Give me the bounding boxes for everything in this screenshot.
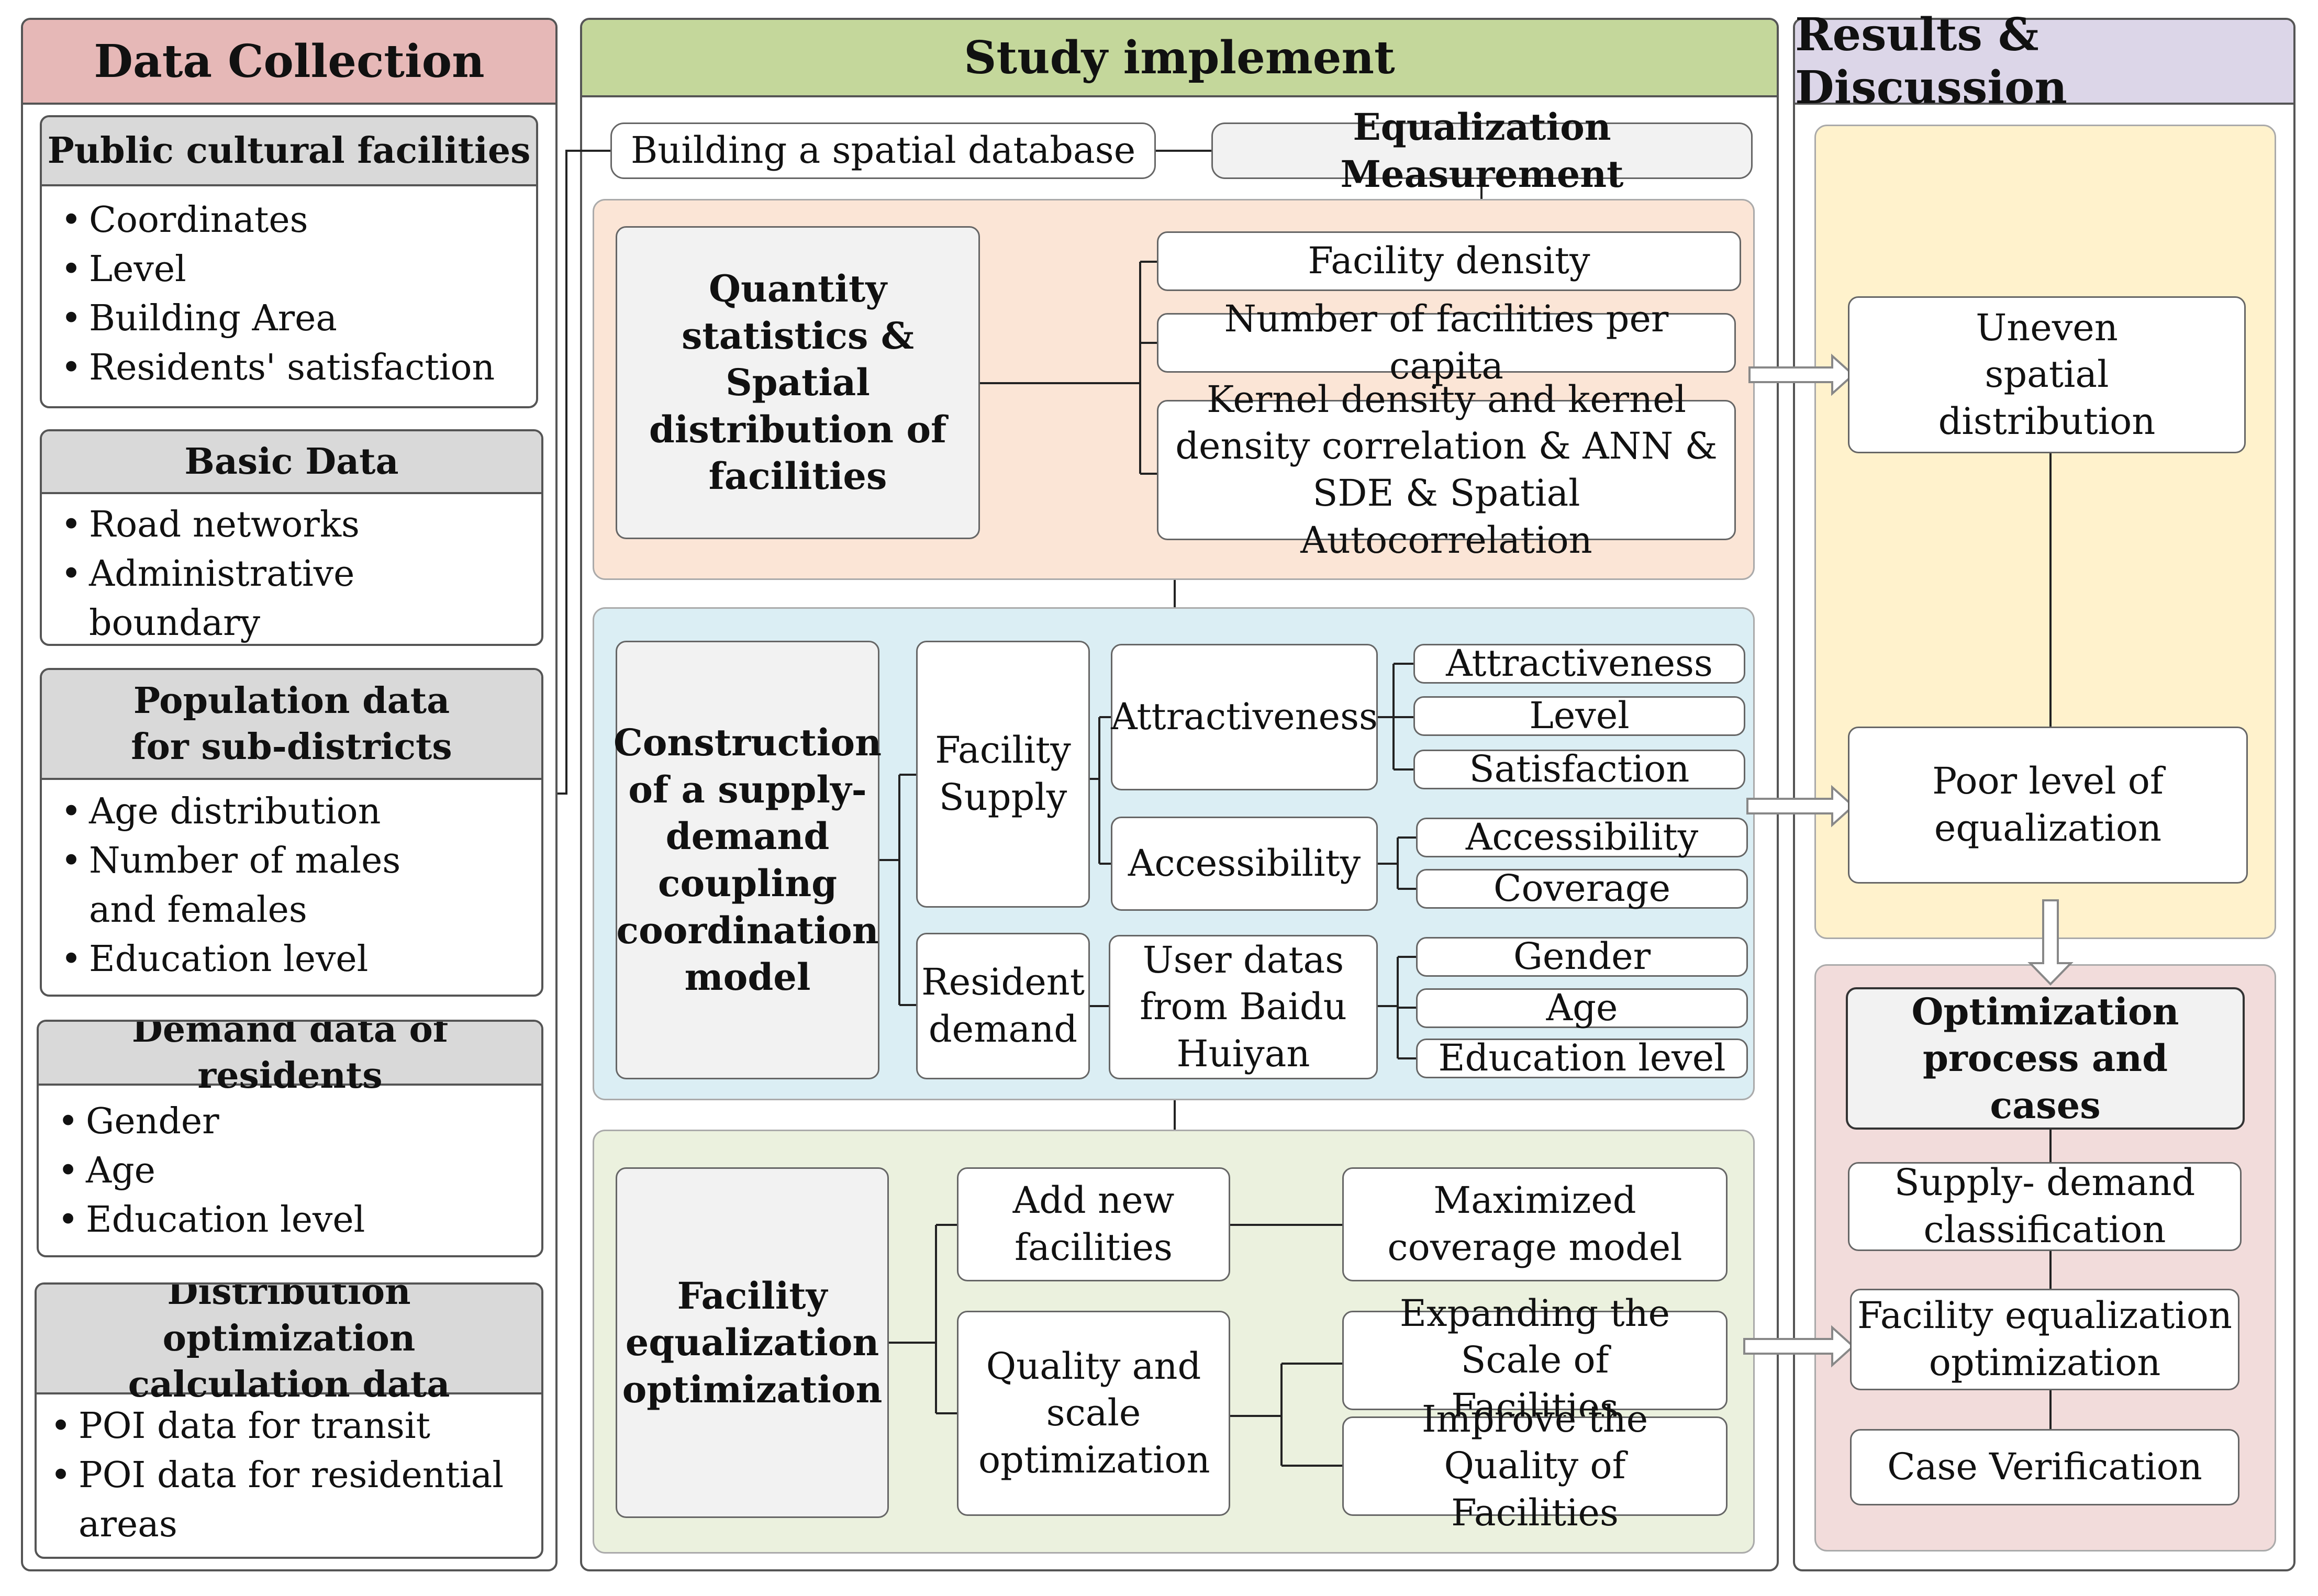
study-header: Study implement [582,20,1777,97]
card-list: Coordinates Level Building Area Resident… [42,186,536,393]
facilities-per-capita-box: Number of facilities per capita [1157,297,1736,387]
resident-demand-box: Resident demand [916,933,1090,1079]
user-item-gender: Gender [1416,935,1748,978]
user-data-box: User datas from Baidu Huiyan [1109,935,1378,1079]
kernel-density-box: Kernel density and kernel density correl… [1157,378,1736,562]
data-card-public-facilities: Public cultural facilities Coordinates L… [40,115,538,408]
access-item-coverage: Coverage [1416,867,1748,910]
data-card-basic: Basic Data Road networks Administrative … [40,429,543,646]
measurement-box: Equalization Measurement [1211,105,1753,196]
expand-scale-box: Expanding the Scale of Facilities [1342,1292,1728,1428]
attr-item-level: Level [1413,694,1745,737]
attr-item-satisfaction: Satisfaction [1413,747,1745,790]
optimization-process-box: Optimization process and cases [1846,987,2245,1130]
list-item: Level [61,245,536,294]
case-verification-box: Case Verification [1850,1429,2239,1505]
improve-quality-box: Improve the Quality of Facilities [1342,1398,1728,1534]
access-item-accessibility: Accessibility [1416,816,1748,858]
results-header: Results & Discussion [1795,8,2293,114]
facility-supply-box: Facility Supply [916,641,1090,908]
list-item: POI data for transit [50,1402,526,1451]
list-item: Residents' satisfaction [61,343,536,393]
list-item: Number of males and females [61,836,424,935]
optimization-title-box: Facility equalization optimization [616,1167,889,1518]
coverage-model-box: Maximized coverage model [1342,1167,1728,1281]
supply-demand-classification-box: Supply- demand classification [1848,1161,2242,1251]
list-item: Education level [58,1196,541,1245]
data-card-demand: Demand data of residents Gender Age Educ… [37,1020,543,1257]
add-facilities-box: Add new facilities [957,1167,1230,1281]
card-list: Gender Age Education level [39,1086,541,1245]
poor-equalization-box: Poor level of equalization [1848,727,2248,884]
list-item: Administrative boundary [61,550,382,644]
user-item-education: Education level [1416,1036,1748,1079]
list-item: Gender [58,1097,541,1146]
list-item: Age [58,1146,541,1196]
data-collection-header: Data Collection [23,20,555,105]
quality-scale-box: Quality and scale optimization [957,1311,1230,1516]
card-list: POI data for transit POI data for reside… [37,1394,541,1549]
attractiveness-box: Attractiveness [1111,644,1378,790]
data-card-optimization: Distribution optimization calculation da… [35,1282,543,1559]
card-list: Age distribution Number of males and fem… [42,780,541,984]
list-item: POI data for residential areas [50,1451,526,1549]
list-item: Education level [61,935,541,984]
user-item-age: Age [1416,986,1748,1029]
card-title: Distribution optimization calculation da… [37,1285,541,1405]
list-item: Building Area [61,294,536,343]
coupling-title-box: Construction of a supply-demand coupling… [614,641,882,1079]
card-title: Public cultural facilities [42,117,536,186]
database-box: Building a spatial database [610,122,1156,179]
facility-density-box: Facility density [1157,231,1741,291]
card-title: Basic Data [42,431,541,494]
facility-equalization-box: Facility equalization optimization [1850,1289,2239,1390]
card-list: Road networks Administrative boundary [42,494,541,644]
data-card-population: Population data for sub-districts Age di… [40,668,543,997]
list-item: Age distribution [61,787,541,836]
attr-item-attractiveness: Attractiveness [1413,642,1745,685]
list-item: Coordinates [61,196,536,245]
uneven-distribution-box: Uneven spatial distribution [1848,296,2246,453]
card-title: Population data for sub-districts [42,670,541,780]
list-item: Road networks [61,500,520,550]
quantity-title-box: Quantity statistics & Spatial distributi… [616,226,980,539]
accessibility-box: Accessibility [1111,817,1378,911]
